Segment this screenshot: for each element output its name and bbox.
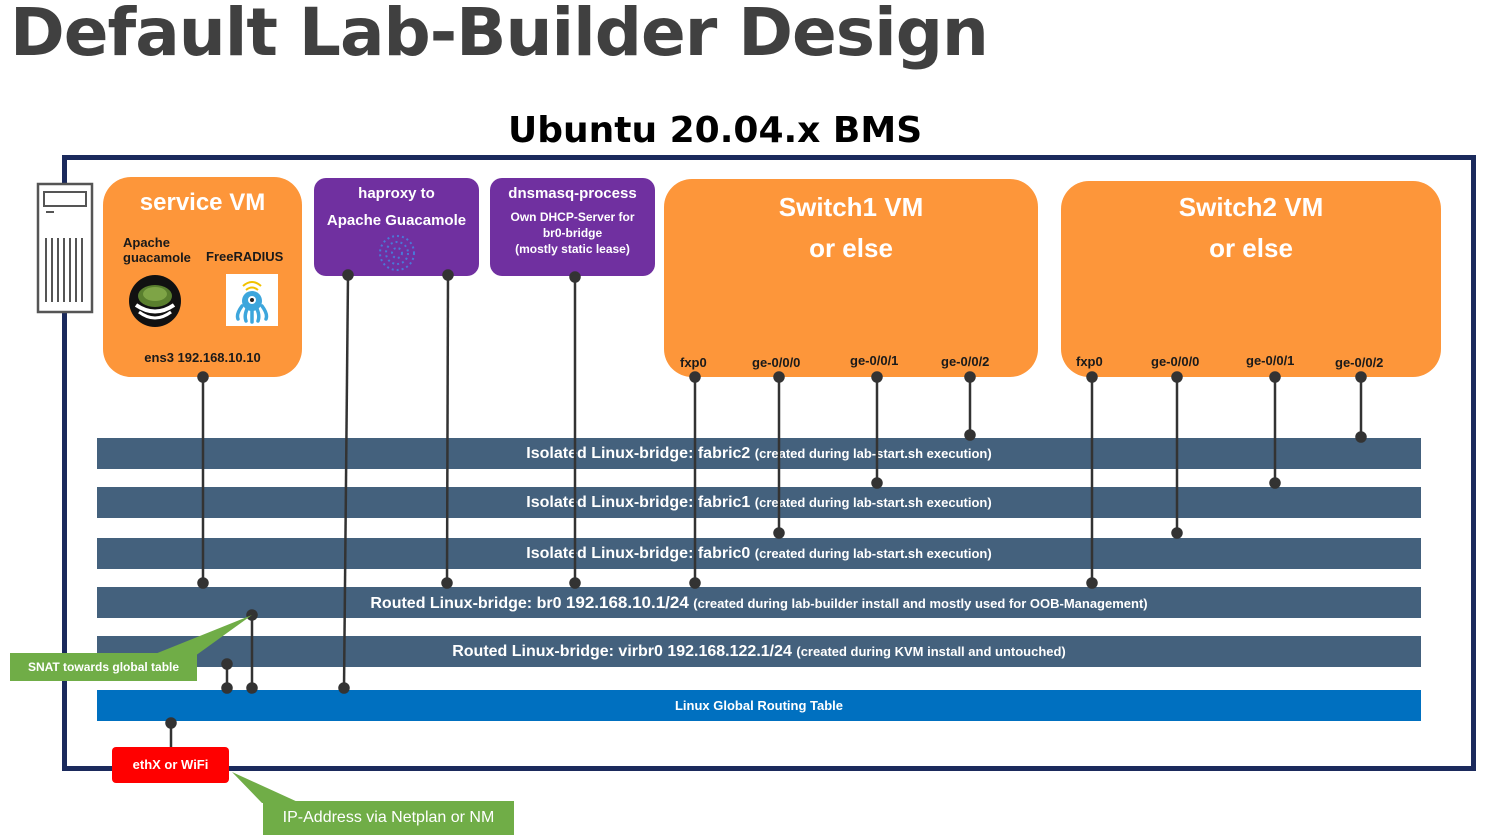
dnsmasq-title: dnsmasq-process xyxy=(508,185,637,202)
ip-callout-pointer xyxy=(232,772,300,803)
ip-address-callout-label: IP-Address via Netplan or NM xyxy=(282,809,495,826)
switch1-port-ge-0-0-0: ge-0/0/0 xyxy=(752,355,801,370)
bridge-fabric0-note: (created during lab-start.sh execution) xyxy=(754,546,992,561)
apache-guacamole-proxy-label: Apache Guacamole xyxy=(326,212,467,229)
haproxy-label: haproxy to xyxy=(358,185,435,202)
wire-dot xyxy=(871,477,883,489)
bridge-virbr0-label: Routed Linux-bridge: virbr0 192.168.122.… xyxy=(452,643,792,660)
wire-dot xyxy=(342,269,354,281)
wire-dot xyxy=(1355,431,1367,443)
bridge-fabric1: Isolated Linux-bridge: fabric1 (created … xyxy=(97,487,1421,518)
wire-dot xyxy=(1355,371,1367,383)
dnsmasq-desc-line3: (mostly static lease) xyxy=(515,242,630,256)
wire-dot xyxy=(689,577,701,589)
wire-dot xyxy=(964,371,976,383)
switch1-title: Switch1 VM xyxy=(778,192,924,222)
switch1-port-fxp0: fxp0 xyxy=(680,355,707,370)
switch1-port-ge-0-0-2: ge-0/0/2 xyxy=(941,354,990,369)
bridge-br0-note: (created during lab-builder install and … xyxy=(693,596,1148,611)
bridge-fabric1-note: (created during lab-start.sh execution) xyxy=(754,495,992,510)
wire-dot xyxy=(165,717,177,729)
wire-dot xyxy=(871,371,883,383)
wire-dot xyxy=(1269,371,1281,383)
switch1-subtitle: or else xyxy=(809,233,893,263)
wire-dot xyxy=(221,658,233,670)
wire-dot xyxy=(689,371,701,383)
wire-dot xyxy=(1269,477,1281,489)
apache-guacamole-label: Apache guacamole xyxy=(123,235,191,265)
guacamole-logo-icon xyxy=(128,274,182,333)
ethx-label: ethX or WiFi xyxy=(132,757,209,772)
dnsmasq-desc-line1: Own DHCP-Server for xyxy=(510,210,635,224)
service-vm-interface: ens3 192.168.10.10 xyxy=(144,350,261,365)
snat-callout: SNAT towards global table xyxy=(10,653,197,681)
wire-dot xyxy=(1086,577,1098,589)
ethx-interface: ethX or WiFi xyxy=(112,747,229,783)
global-routing-table-label: Linux Global Routing Table xyxy=(674,698,844,713)
switch2-title: Switch2 VM xyxy=(1178,192,1324,222)
snat-callout-label: SNAT towards global table xyxy=(27,660,180,674)
dnsmasq-desc-line2: br0-bridge xyxy=(542,226,603,240)
wire-dot xyxy=(441,577,453,589)
switch2-port-ge-0-0-2: ge-0/0/2 xyxy=(1335,355,1384,370)
wire-dot xyxy=(569,577,581,589)
switch2-port-fxp0: fxp0 xyxy=(1076,354,1103,369)
bridge-br0-label: Routed Linux-bridge: br0 xyxy=(370,595,562,612)
page-title: Default Lab-Builder Design xyxy=(10,0,989,71)
wire-haproxy-br0 xyxy=(445,274,450,584)
switch2-port-ge-0-0-0: ge-0/0/0 xyxy=(1151,354,1200,369)
snat-callout-pointer xyxy=(150,615,252,656)
wire-haproxy-global xyxy=(342,274,350,689)
bridge-fabric2-note: (created during lab-start.sh execution) xyxy=(754,446,992,461)
dnsmasq-box: dnsmasq-process Own DHCP-Server for br0-… xyxy=(490,178,655,276)
bridge-virbr0: Routed Linux-bridge: virbr0 192.168.122.… xyxy=(97,636,1421,667)
haproxy-box: haproxy to Apache Guacamole xyxy=(314,178,479,276)
switch1-vm-box: Switch1 VM or else xyxy=(664,179,1038,377)
wire-dot xyxy=(773,371,785,383)
wire-dot xyxy=(197,577,209,589)
freeradius-logo-icon xyxy=(226,274,278,331)
wire-dot xyxy=(1171,527,1183,539)
bridge-br0: Routed Linux-bridge: br0 192.168.10.1/24… xyxy=(97,587,1421,618)
freeradius-label: FreeRADIUS xyxy=(206,249,284,264)
wire-dot xyxy=(1086,371,1098,383)
wire-dot xyxy=(964,429,976,441)
wire-dot xyxy=(569,271,581,283)
wire-dot xyxy=(197,371,209,383)
wire-dot xyxy=(442,269,454,281)
wire-dot xyxy=(773,527,785,539)
bridge-fabric0: Isolated Linux-bridge: fabric0 (created … xyxy=(97,538,1421,569)
switch1-port-ge-0-0-1: ge-0/0/1 xyxy=(850,353,899,368)
switch2-subtitle: or else xyxy=(1209,233,1293,263)
switch2-port-ge-0-0-1: ge-0/0/1 xyxy=(1246,353,1295,368)
wire-dot xyxy=(221,682,233,694)
diagram-subtitle: Ubuntu 20.04.x BMS xyxy=(508,110,923,151)
service-vm-title: service VM xyxy=(139,189,266,216)
bridge-br0-ip: 192.168.10.1/24 xyxy=(565,593,689,612)
wire-dot xyxy=(1171,371,1183,383)
wire-dot xyxy=(246,682,258,694)
haproxy-logo-icon xyxy=(378,234,416,277)
server-icon xyxy=(36,182,94,321)
switch2-vm-box: Switch2 VM or else xyxy=(1061,181,1441,377)
global-routing-table: Linux Global Routing Table xyxy=(97,690,1421,721)
ip-address-callout: IP-Address via Netplan or NM xyxy=(263,801,514,835)
wire-dot xyxy=(338,682,350,694)
bridge-virbr0-note: (created during KVM install and untouche… xyxy=(796,644,1066,659)
service-vm-box: service VM Apache guacamole FreeRADIUS e… xyxy=(103,177,302,377)
